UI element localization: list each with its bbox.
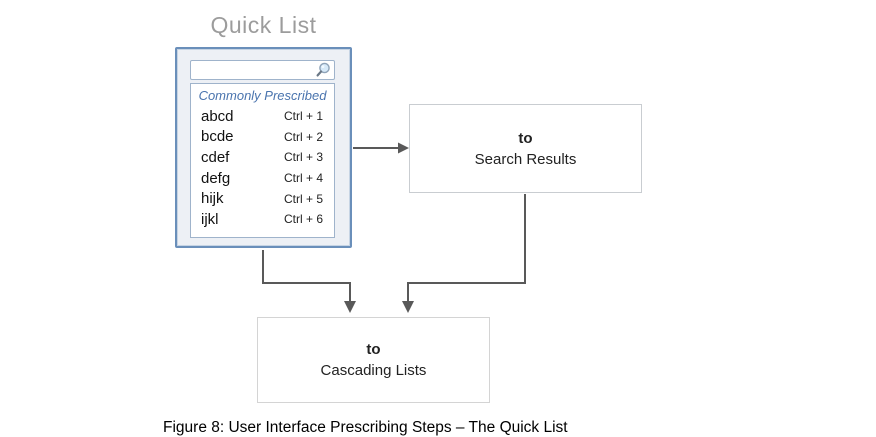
item-shortcut: Ctrl + 5 (283, 191, 323, 206)
list-item[interactable]: ijkl Ctrl + 6 (201, 209, 323, 230)
connector-searchresults-to-cascadinglists (402, 194, 526, 313)
item-shortcut: Ctrl + 2 (283, 129, 323, 144)
search-results-label: Search Results (474, 150, 577, 168)
item-shortcut: Ctrl + 1 (283, 109, 323, 124)
cascading-lists-label: Cascading Lists (320, 362, 427, 379)
item-label: ijkl (201, 210, 219, 228)
to-label: to (518, 129, 533, 147)
item-label: abcd (201, 107, 234, 125)
search-results-box: to Search Results (409, 104, 642, 193)
cascading-lists-box: to Cascading Lists (257, 317, 490, 403)
item-label: cdef (201, 148, 230, 166)
list-item[interactable]: bcde Ctrl + 2 (201, 127, 323, 148)
item-shortcut: Ctrl + 3 (283, 150, 323, 165)
figure-caption: Figure 8: User Interface Prescribing Ste… (163, 419, 568, 436)
list-header: Commonly Prescribed (198, 88, 327, 103)
list-rows: abcd Ctrl + 1 bcde Ctrl + 2 cdef Ctrl + … (191, 106, 334, 230)
search-field-wrap (190, 60, 335, 80)
item-label: defg (201, 169, 231, 187)
connector-quicklist-to-cascadinglists (262, 250, 356, 313)
to-label: to (366, 341, 381, 358)
item-label: bcde (201, 128, 234, 146)
commonly-prescribed-list: Commonly Prescribed abcd Ctrl + 1 bcde C… (190, 83, 335, 238)
quick-list-panel: Commonly Prescribed abcd Ctrl + 1 bcde C… (175, 47, 352, 248)
item-shortcut: Ctrl + 4 (283, 171, 323, 186)
item-label: hijk (201, 190, 224, 208)
item-shortcut: Ctrl + 6 (283, 212, 323, 227)
list-item[interactable]: hijk Ctrl + 5 (201, 188, 323, 209)
diagram-title: Quick List (210, 12, 317, 38)
list-item[interactable]: abcd Ctrl + 1 (201, 106, 323, 127)
search-input[interactable] (190, 60, 335, 80)
list-item[interactable]: cdef Ctrl + 3 (201, 147, 323, 168)
connector-quicklist-to-searchresults (353, 142, 409, 154)
list-item[interactable]: defg Ctrl + 4 (201, 168, 323, 189)
